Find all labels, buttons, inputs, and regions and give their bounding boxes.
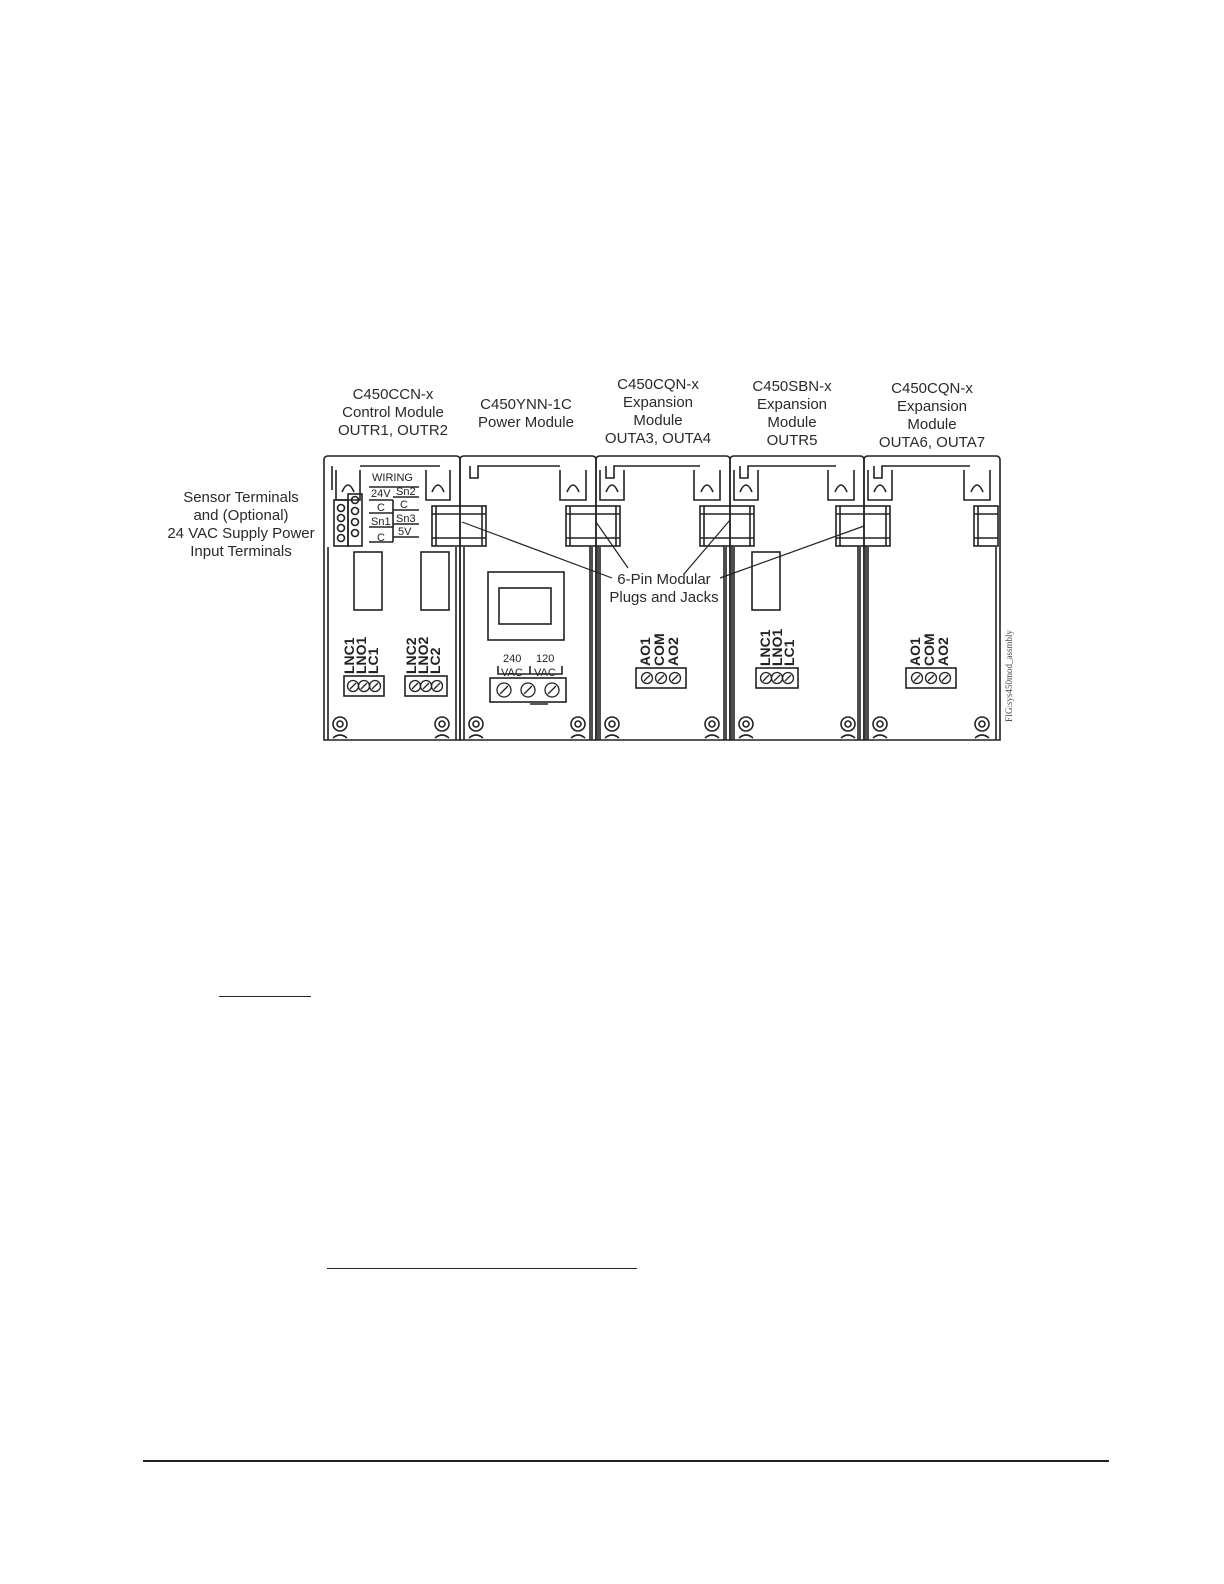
terminal-blocks <box>343 667 957 703</box>
module-label-expansion-1: C450CQN-x Expansion Module OUTA3, OUTA4 <box>594 376 722 448</box>
term-label-lnc1: LNC1 <box>341 637 357 674</box>
module-label-line: C450CQN-x <box>617 376 699 393</box>
term-label-lc1-b: LC1 <box>781 639 797 666</box>
module-label-line: C450SBN-x <box>752 378 832 395</box>
jack-leader-lines <box>461 519 865 579</box>
term-label-com: COM <box>651 633 667 666</box>
relay-window-1 <box>353 551 383 611</box>
vac-label-2: VAC <box>534 667 556 679</box>
footer-rule <box>143 1460 1109 1462</box>
term-label-ao2-b: AO2 <box>935 637 951 666</box>
module-label-expansion-3: C450CQN-x Expansion Module OUTA6, OUTA7 <box>862 380 1002 452</box>
voltage-240-label: 240 <box>503 653 521 665</box>
sensor-label-line: 24 VAC Supply Power <box>167 525 315 542</box>
jack-label-line: 6-Pin Modular <box>617 571 711 588</box>
term-label-ao2: AO2 <box>665 637 681 666</box>
wiring-title: WIRING <box>372 472 413 484</box>
module-label-line: OUTR5 <box>766 432 818 449</box>
term-label-ao1: AO1 <box>637 637 653 666</box>
term-label-lnc2: LNC2 <box>403 637 419 674</box>
module-label-control: C450CCN-x Control Module OUTR1, OUTR2 <box>326 386 460 440</box>
module-label-line: Expansion <box>896 398 968 415</box>
module-label-line: Module <box>633 412 683 429</box>
wiring-left-4: C <box>377 532 385 544</box>
relay-window-5 <box>751 551 781 611</box>
voltage-120-label: 120 <box>536 653 554 665</box>
jack-label-line: Plugs and Jacks <box>609 589 719 606</box>
module-label-line: C450CQN-x <box>891 380 973 397</box>
module-label-expansion-2: C450SBN-x Expansion Module OUTR5 <box>728 378 856 450</box>
relay-window-2 <box>420 551 450 611</box>
modular-jacks <box>431 505 999 547</box>
wiring-left-1: 24V <box>371 488 391 500</box>
sensor-terminal-block <box>333 486 419 547</box>
module-rails <box>589 546 867 740</box>
module-label-line: Power Module <box>478 414 574 431</box>
module-label-line: Control Module <box>342 404 444 421</box>
wiring-right-2: C <box>400 499 408 511</box>
module-label-line: Expansion <box>622 394 694 411</box>
term-label-ao1-b: AO1 <box>907 637 923 666</box>
module-label-line: C450CCN-x <box>352 386 434 403</box>
wiring-left-2: C <box>377 502 385 514</box>
term-label-lnc1-b: LNC1 <box>757 629 773 666</box>
module-label-line: C450YNN-1C <box>480 396 572 413</box>
term-label-lc2: LC2 <box>427 647 443 674</box>
wiring-right-1: Sn2 <box>396 486 416 498</box>
term-label-lno2: LNO2 <box>415 636 431 674</box>
modular-jacks-label: 6-Pin Modular Plugs and Jacks <box>590 571 738 607</box>
terminal-screws <box>346 671 952 698</box>
sensor-label-line: and (Optional) <box>193 507 289 524</box>
module-housing-expansion-2 <box>729 455 865 741</box>
figure-id: FIG:sys450mod_assmbly <box>1004 629 1014 722</box>
wiring-left-3: Sn1 <box>371 516 391 528</box>
module-housing-control <box>323 455 461 741</box>
module-label-line: OUTA3, OUTA4 <box>604 430 712 447</box>
transformer-outline <box>487 571 565 641</box>
term-label-lno1: LNO1 <box>353 636 369 674</box>
wiring-right-4: 5V <box>398 526 412 538</box>
module-label-line: OUTR1, OUTR2 <box>337 422 448 439</box>
power-voltage-brackets <box>497 666 563 705</box>
transformer-window <box>498 587 552 625</box>
vac-label-1: VAC <box>501 667 523 679</box>
latch-clips <box>335 470 991 501</box>
underline-rule <box>219 996 311 997</box>
underline-rule <box>327 1268 637 1269</box>
sensor-label-line: Sensor Terminals <box>183 489 299 506</box>
module-label-line: Module <box>907 416 957 433</box>
term-label-lc1: LC1 <box>365 647 381 674</box>
module-label-line: Expansion <box>756 396 828 413</box>
module-label-line: OUTA6, OUTA7 <box>878 434 986 451</box>
module-housing-expansion-3 <box>863 455 1001 741</box>
module-label-line: Module <box>767 414 817 431</box>
sensor-terminals-label: Sensor Terminals and (Optional) 24 VAC S… <box>160 489 322 561</box>
wiring-right-3: Sn3 <box>396 513 416 525</box>
term-label-lno1-b: LNO1 <box>769 628 785 666</box>
sensor-label-line: Input Terminals <box>190 543 292 560</box>
term-label-com-b: COM <box>921 633 937 666</box>
module-label-power: C450YNN-1C Power Module <box>462 396 590 432</box>
